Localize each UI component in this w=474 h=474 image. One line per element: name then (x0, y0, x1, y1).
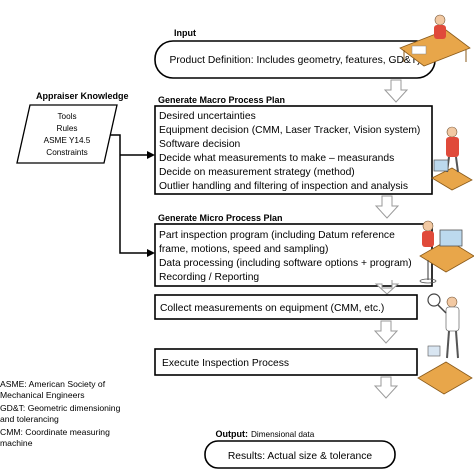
collect-measurements-box (154, 294, 418, 320)
macro-line: Software decision (159, 139, 241, 150)
abbreviation-note: ASME: American Society of (0, 379, 106, 389)
macro-line: Decide what measurements to make – measu… (159, 153, 394, 164)
appraiser-item: Rules (57, 124, 78, 133)
execute-text: Execute Inspection Process (162, 358, 289, 369)
appraiser-item: ASME Y14.5 (44, 136, 91, 145)
arrowhead-to-macro (147, 151, 155, 159)
engineer-at-desk-illustration (399, 14, 471, 67)
abbreviation-note: and tolerancing (0, 414, 59, 424)
macro-line: Desired uncertainties (159, 111, 256, 122)
micro-plan-box (154, 223, 433, 287)
appraiser-item: Tools (57, 112, 76, 121)
flow-arrow-1 (383, 79, 409, 103)
arrowhead-to-micro (147, 249, 155, 257)
engineer-with-computer-illustration (431, 126, 473, 191)
flow-arrow-3 (374, 280, 400, 295)
macro-line: Decide on measurement strategy (method) (159, 167, 355, 178)
appraiser-connectors (110, 134, 148, 254)
output-value: Dimensional data (251, 430, 315, 439)
product-definition-text: Product Definition: Includes geometry, f… (169, 55, 420, 66)
appraiser-knowledge-parallelogram (16, 104, 118, 164)
results-text: Results: Actual size & tolerance (228, 451, 373, 462)
collect-text: Collect measurements on equipment (CMM, … (160, 303, 384, 314)
abbreviation-note: Mechanical Engineers (0, 390, 85, 400)
macro-line: Equipment decision (CMM, Laser Tracker, … (159, 125, 420, 136)
micro-line: frame, motions, speed and sampling) (159, 244, 328, 255)
macro-heading: Generate Macro Process Plan (158, 95, 285, 105)
output-heading: Output: (216, 429, 248, 439)
flow-arrow-2 (374, 195, 400, 219)
abbreviation-note: CMM: Coordinate measuring (0, 427, 110, 437)
input-heading: Input (174, 28, 196, 38)
abbreviation-note: machine (0, 438, 33, 448)
flow-arrow-5 (373, 376, 399, 399)
abbreviation-note: GD&T: Geometric dimensioning (0, 403, 121, 413)
execute-inspection-box (154, 348, 418, 376)
micro-heading: Generate Micro Process Plan (158, 213, 283, 223)
engineer-at-workstation-illustration (419, 220, 474, 284)
micro-line: Data processing (including software opti… (159, 258, 412, 269)
results-box (204, 440, 396, 469)
macro-plan-box (154, 105, 433, 195)
micro-line: Part inspection program (including Datum… (159, 230, 395, 241)
macro-line: Outlier handling and filtering of inspec… (159, 181, 408, 192)
micro-line: Recording / Reporting (159, 272, 259, 283)
inspector-with-magnifier-illustration (417, 293, 473, 395)
appraiser-item: Constraints (46, 148, 87, 157)
appraiser-heading: Appraiser Knowledge (36, 91, 129, 101)
flow-arrow-4 (373, 320, 399, 344)
